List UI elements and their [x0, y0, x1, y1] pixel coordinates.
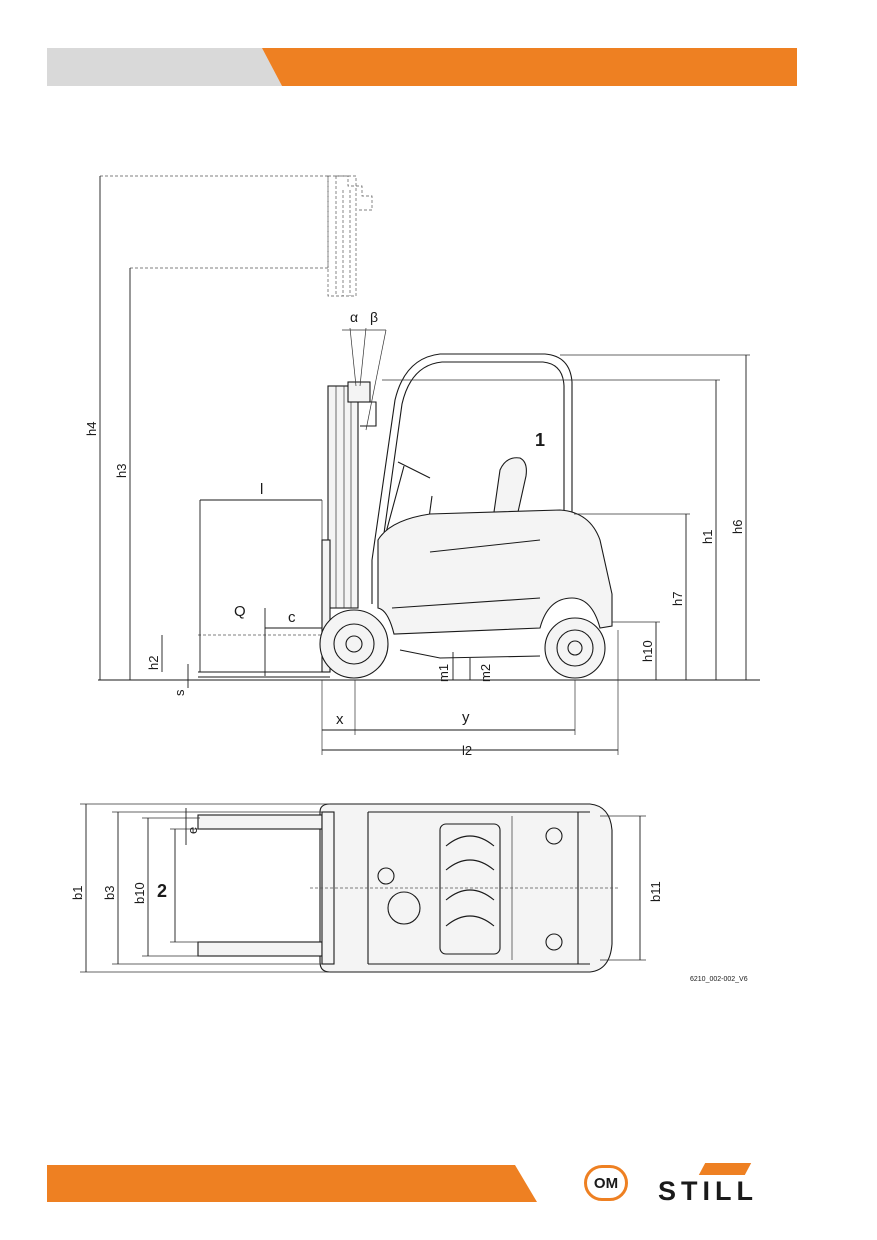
footer-band [47, 1165, 537, 1202]
label-h7: h7 [670, 592, 685, 606]
fork-top [197, 814, 323, 830]
forklift-dimension-diagram: h4 h3 h2 s l Q c α β 1 m1 m2 h10 h7 h1 h… [70, 175, 760, 973]
figure-reference: 6210_002-002_V6 [690, 976, 748, 983]
header-band-left [47, 48, 282, 86]
label-b11: b11 [648, 881, 663, 902]
label-e: e [185, 827, 200, 834]
label-h1: h1 [700, 530, 715, 544]
label-l2: l2 [462, 743, 472, 758]
label-h6: h6 [730, 520, 745, 534]
label-Q: Q [234, 603, 246, 620]
still-logo: STILL [656, 1163, 798, 1205]
label-h3: h3 [114, 464, 129, 478]
front-wheel [319, 609, 389, 679]
label-b10: b10 [132, 882, 147, 904]
fork [198, 539, 331, 678]
label-h2: h2 [146, 656, 161, 670]
label-s: s [172, 689, 187, 696]
label-l: l [260, 481, 263, 498]
header-band [47, 48, 797, 86]
label-h10: h10 [640, 640, 655, 662]
label-b1: b1 [70, 886, 85, 900]
top-view: b1 b3 b10 2 e b11 [70, 803, 663, 973]
header-band-right [262, 48, 797, 86]
footer-bar [47, 1165, 537, 1202]
label-x: x [336, 711, 344, 728]
overhead-guard [371, 353, 573, 604]
label-h4: h4 [84, 422, 99, 436]
raised-mast-outline [100, 175, 373, 297]
side-view: h4 h3 h2 s l Q c α β 1 m1 m2 h10 h7 h1 h… [84, 175, 760, 758]
rear-wheel [544, 617, 606, 679]
still-logo-stripe-icon [698, 1163, 752, 1175]
label-alpha: α [350, 309, 358, 325]
label-m2: m2 [478, 664, 493, 682]
callout-2: 2 [157, 881, 167, 901]
still-logo-text: STILL [658, 1176, 758, 1206]
om-logo: OM [584, 1165, 628, 1201]
steering-wheel [387, 891, 421, 925]
battery-compartment [439, 823, 501, 955]
label-b3: b3 [102, 886, 117, 900]
label-c: c [288, 609, 296, 626]
chassis [377, 509, 613, 659]
callout-1: 1 [535, 430, 545, 450]
mast [327, 381, 377, 609]
label-y: y [462, 709, 470, 726]
om-logo-text: OM [593, 1174, 619, 1192]
fork-bottom [197, 941, 323, 957]
label-m1: m1 [436, 664, 451, 682]
label-beta: β [370, 309, 378, 325]
